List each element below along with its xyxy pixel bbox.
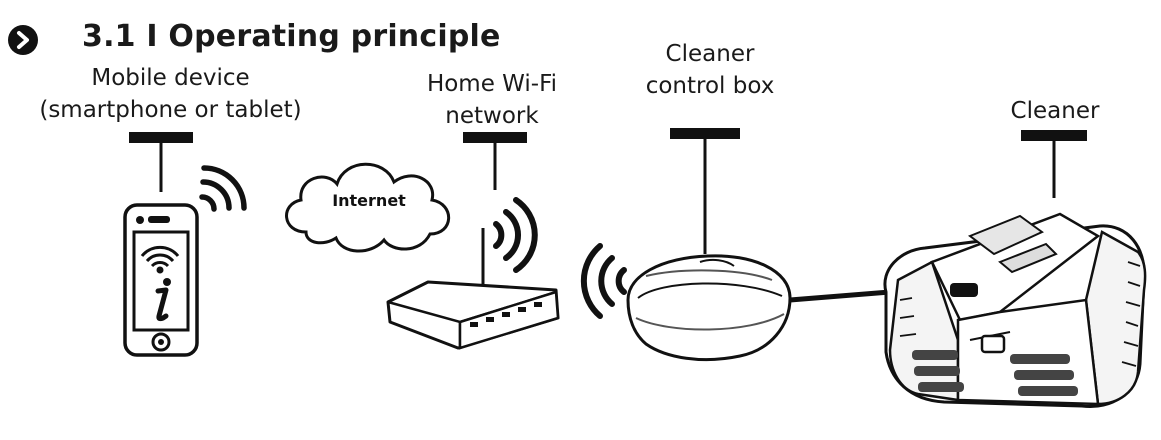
wifi-signal-phone-icon	[199, 165, 247, 212]
control-box-icon	[626, 254, 792, 362]
leader-mobile	[129, 132, 193, 192]
label-box-line2: control box	[645, 73, 775, 99]
label-cleaner: Cleaner	[1010, 98, 1100, 124]
label-mobile-line2: (smartphone or tablet)	[39, 97, 302, 123]
label-home-wifi: Home Wi-Fi network	[412, 68, 572, 132]
router-icon	[386, 228, 560, 350]
internet-label: Internet	[332, 191, 406, 210]
label-wifi-line2: network	[445, 103, 539, 129]
leader-box	[670, 128, 740, 254]
label-mobile-device: Mobile device (smartphone or tablet)	[28, 62, 313, 126]
wifi-signal-router-icon	[493, 197, 538, 273]
label-control-box: Cleaner control box	[620, 38, 800, 102]
cloud-icon	[285, 162, 451, 253]
bullet-chevron-icon	[8, 25, 38, 55]
label-wifi-line1: Home Wi-Fi	[426, 71, 558, 97]
label-mobile-line1: Mobile device	[91, 65, 250, 91]
wifi-signal-box-icon	[580, 243, 627, 319]
smartphone-icon	[123, 203, 199, 357]
leader-wifi	[463, 132, 527, 190]
section-title: 3.1 I Operating principle	[82, 19, 501, 54]
cable-line	[789, 289, 891, 303]
label-box-line1: Cleaner	[665, 41, 755, 67]
pool-cleaner-robot-icon	[883, 212, 1147, 409]
leader-cleaner	[1021, 130, 1087, 198]
